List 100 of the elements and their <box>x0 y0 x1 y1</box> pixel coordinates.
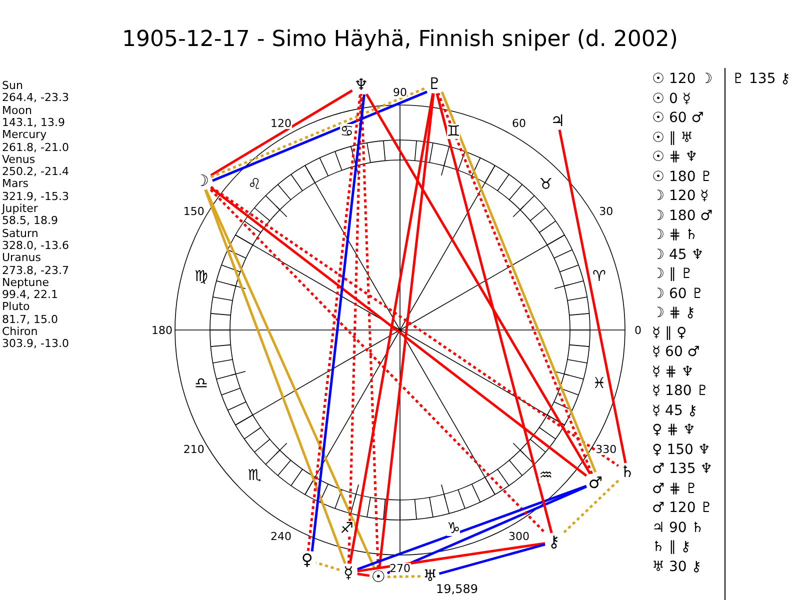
planet-glyph: ♀ <box>298 550 316 569</box>
aspect-entry: ☉ ∥ ♅ <box>652 130 694 144</box>
degree-label: 210 <box>183 444 204 454</box>
planet-name: Mercury <box>2 129 47 140</box>
aspect-line <box>316 562 340 571</box>
aspect-line <box>378 93 435 568</box>
planet-glyph: ⚷ <box>544 532 563 551</box>
aspect-entry: ☿ 180 ♇ <box>652 384 709 398</box>
aspect-line <box>357 572 370 577</box>
planet-glyph: ☿ <box>339 564 358 582</box>
degree-label: 180 <box>152 324 172 336</box>
position-value: 303.9, -13.0 <box>2 338 69 350</box>
aspect-entry: ☽ ⋕ ♄ <box>652 228 698 242</box>
aspect-line <box>436 93 553 534</box>
degree-label: 30 <box>599 206 614 216</box>
aspect-entry: ♇ 135 ⚷ <box>732 72 790 86</box>
degree-label: 90 <box>393 86 407 98</box>
aspect-line <box>387 575 422 578</box>
planet-name: Uranus <box>2 252 41 264</box>
zodiac-sign-glyph: ♊ <box>446 124 460 139</box>
aspect-entry: ☿ 45 ⚷ <box>652 404 698 418</box>
planet-name: Chiron <box>2 326 38 337</box>
aspect-line <box>562 480 620 534</box>
degree-label: 300 <box>508 530 530 542</box>
aspect-entry: ☽ 60 ♇ <box>652 286 704 300</box>
aspect-entry: ☉ 0 ☿ <box>652 92 691 106</box>
aspect-entry: ♅ 30 ⚷ <box>652 560 702 574</box>
aspect-line <box>348 93 434 564</box>
position-value: 58.5, 18.9 <box>2 215 58 226</box>
aspect-line <box>356 484 587 570</box>
planet-glyph: ♄ <box>618 463 636 482</box>
degree-label: 270 <box>390 562 410 574</box>
aspect-entry: ♃ 90 ♄ <box>652 520 704 534</box>
zodiac-sign-glyph: ♐ <box>340 521 354 536</box>
position-value: 273.8, -23.7 <box>2 264 69 276</box>
degree-label: 240 <box>270 530 292 542</box>
aspect-entry: ☽ 120 ☿ <box>652 189 709 203</box>
zodiac-sign-glyph: ♍ <box>194 269 208 284</box>
zodiac-sign-glyph: ♉ <box>539 176 553 192</box>
position-value: 261.8, -21.0 <box>2 142 69 152</box>
planet-name: Jupiter <box>2 203 38 214</box>
planet-name: Sun <box>2 80 23 91</box>
degree-label: 120 <box>270 118 292 130</box>
aspect-entry: ♄ ∥ ⚷ <box>652 540 691 554</box>
zodiac-sign-glyph: ♓ <box>592 376 606 391</box>
zodiac-sign-glyph: ♌ <box>248 176 262 192</box>
aspect-entry: ☉ ⋕ ♆ <box>652 150 698 164</box>
degree-label: 60 <box>512 118 526 130</box>
planet-glyph: ♅ <box>421 567 440 586</box>
planet-name: Venus <box>2 154 36 165</box>
planet-name: Neptune <box>2 276 50 288</box>
aspect-line <box>210 188 546 534</box>
planet-name: Mars <box>2 178 28 190</box>
planet-glyph: ♇ <box>426 75 444 94</box>
degree-label: 0 <box>634 324 642 336</box>
aspect-line <box>365 93 592 474</box>
position-value: 99.4, 22.1 <box>2 289 58 300</box>
chart-title: 1905-12-17 - Simo Häyhä, Finnish sniper (d. 2002) <box>122 29 678 51</box>
aspect-entry: ☽ ⋕ ⚷ <box>652 306 696 320</box>
planet-name: Moon <box>2 104 32 116</box>
aspect-entry: ♂ ⋕ ♇ <box>652 482 698 496</box>
aspect-entry: ☽ ∥ ♇ <box>652 267 694 281</box>
aspect-entry: ♀ 150 ♆ <box>652 442 710 456</box>
position-value: 143.1, 13.9 <box>2 116 65 128</box>
planet-glyph: ♆ <box>352 76 370 94</box>
position-value: 81.7, 15.0 <box>2 314 58 325</box>
aspect-entry: ☿ ∥ ♀ <box>652 326 687 340</box>
aspect-entry: ♂ 120 ♇ <box>652 501 713 515</box>
aspect-line <box>357 542 546 572</box>
position-value: 328.0, -13.6 <box>2 240 69 251</box>
aspect-line <box>386 485 587 574</box>
aspect-entry: ☉ 120 ☽ <box>652 72 713 86</box>
planet-glyph: ☽ <box>192 172 211 190</box>
zodiac-sign-glyph: ♑ <box>446 521 460 536</box>
position-value: 250.2, -21.4 <box>2 166 69 178</box>
aspect-line <box>438 543 546 575</box>
day-count: 19,589 <box>436 583 478 595</box>
degree-label: 330 <box>596 444 617 454</box>
position-value: 321.9, -15.3 <box>2 190 69 202</box>
aspect-line <box>558 130 627 464</box>
aspect-entry: ♂ 135 ♆ <box>652 462 713 476</box>
aspect-entry: ♀ ⋕ ♆ <box>652 423 696 437</box>
planet-name: Pluto <box>2 301 30 312</box>
zodiac-sign-glyph: ♒ <box>539 468 553 484</box>
aspect-line <box>204 189 376 569</box>
aspect-line <box>204 189 346 564</box>
zodiac-sign-glyph: ♋ <box>340 124 354 139</box>
planet-glyph: ☉ <box>369 568 388 586</box>
degree-label: 150 <box>183 206 204 216</box>
aspect-entry: ☿ 60 ♂ <box>652 345 700 359</box>
zodiac-sign-glyph: ♏ <box>248 468 262 484</box>
aspect-entry: ☽ 45 ♆ <box>652 248 704 262</box>
aspect-entry: ☿ ⋕ ♆ <box>652 364 694 378</box>
aspect-entry: ☉ 180 ♇ <box>652 170 713 184</box>
planet-name: Saturn <box>2 228 38 239</box>
position-value: 264.4, -23.3 <box>2 92 69 104</box>
planet-glyph: ♂ <box>586 474 604 492</box>
aspect-entry: ☽ 180 ♂ <box>652 208 713 222</box>
aspect-line <box>360 94 380 568</box>
planet-glyph: ♃ <box>548 112 567 130</box>
